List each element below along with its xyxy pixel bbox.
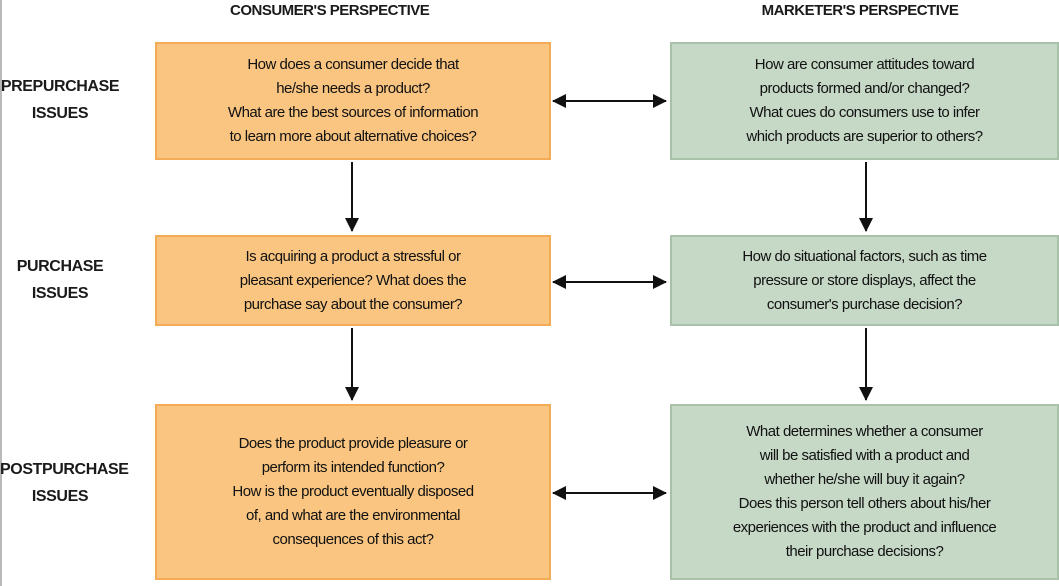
row-label-line: ISSUES <box>31 488 89 505</box>
row-label-line: ISSUES <box>31 105 89 122</box>
box-text-line: he/she needs a product? <box>276 80 430 97</box>
row-label-purchase: PURCHASE ISSUES <box>0 253 120 307</box>
box-text-line: consequences of this act? <box>272 531 434 548</box>
box-text-line: pressure or store displays, affect the <box>753 271 976 289</box>
box-text-line: experiences with the product and influen… <box>732 519 997 536</box>
consumer-prepurchase-box: How does a consumer decide that he/she n… <box>155 42 551 160</box>
marketer-perspective-heading: MARKETER'S PERSPECTIVE <box>761 2 959 19</box>
consumer-perspective-heading: CONSUMER'S PERSPECTIVE <box>230 2 430 19</box>
box-text-line: pleasant experience? What does the <box>239 271 467 289</box>
box-text-line: Is acquiring a product a stressful or <box>245 247 461 265</box>
box-text-line: How is the product eventually disposed <box>232 483 474 500</box>
left-edge-rule <box>0 0 2 586</box>
box-text-line: whether he/she will buy it again? <box>764 471 965 488</box>
row-label-postpurchase: POSTPURCHASE ISSUES <box>0 456 129 510</box>
box-text-line: perform its intended function? <box>261 459 445 476</box>
box-text-line: to learn more about alternative choices? <box>229 128 477 145</box>
row-label-line: POSTPURCHASE <box>0 461 129 478</box>
box-text-line: How do situational factors, such as time <box>742 247 987 265</box>
row-label-line: PURCHASE <box>16 258 104 275</box>
consumer-purchase-box: Is acquiring a product a stressful or pl… <box>155 235 551 326</box>
box-text-line: How does a consumer decide that <box>247 56 459 73</box>
box-text-line: of, and what are the environmental <box>246 507 460 524</box>
box-text-line: What are the best sources of information <box>227 104 479 121</box>
box-text-line: consumer's purchase decision? <box>766 295 963 313</box>
box-text-line: What cues do consumers use to infer <box>749 104 980 121</box>
box-text-line: Does the product provide pleasure or <box>238 435 468 452</box>
row-label-line: PREPURCHASE <box>0 78 120 95</box>
box-text-line: Does this person tell others about his/h… <box>738 495 991 512</box>
marketer-purchase-box: How do situational factors, such as time… <box>670 235 1059 326</box>
box-text-line: which products are superior to others? <box>746 128 983 145</box>
box-text-line: will be satisfied with a product and <box>759 447 970 464</box>
box-text-line: How are consumer attitudes toward <box>754 56 975 73</box>
box-text-line: products formed and/or changed? <box>759 80 970 97</box>
box-text-line: What determines whether a consumer <box>746 423 983 440</box>
marketer-postpurchase-box: What determines whether a consumer will … <box>670 404 1059 580</box>
row-label-line: ISSUES <box>31 285 89 302</box>
box-text-line: their purchase decisions? <box>785 543 944 560</box>
box-text-line: purchase say about the consumer? <box>243 295 463 313</box>
consumer-postpurchase-box: Does the product provide pleasure or per… <box>155 404 551 580</box>
marketer-prepurchase-box: How are consumer attitudes toward produc… <box>670 42 1059 160</box>
row-label-prepurchase: PREPURCHASE ISSUES <box>0 73 120 127</box>
